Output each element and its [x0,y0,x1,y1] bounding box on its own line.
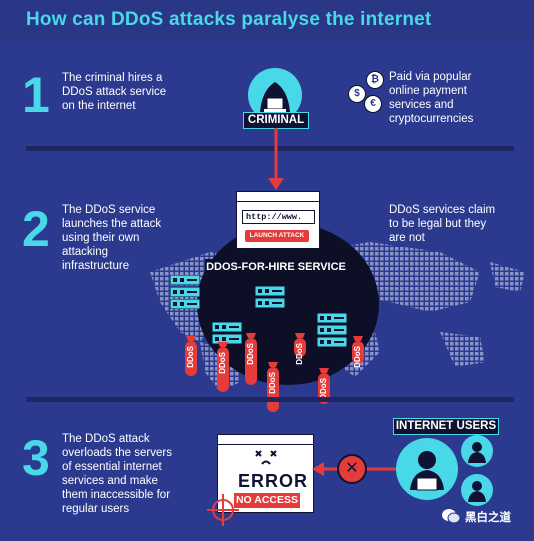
ddos-bomb-icon: DDoS [244,333,258,396]
window-titlebar [218,435,313,445]
step-2-text: The DDoS service launches the attack usi… [62,203,161,273]
criminal-label: CRIMINAL [243,112,309,129]
user-icon [410,451,444,491]
launch-attack-button[interactable]: LAUNCH ATTACK [245,230,309,242]
hacker-icon [260,82,290,112]
step-3-line: overloads the servers [62,447,172,459]
window-titlebar [237,192,319,202]
payment-line: Paid via popular [389,71,472,83]
ddos-bomb-icon: DDoS [216,342,230,403]
step-1-text: The criminal hires a DDoS attack service… [62,71,166,113]
crosshair-icon [207,494,239,526]
user-avatar [396,438,458,500]
ddos-bomb-icon: DDoS [184,336,198,387]
error-window: ERROR NO ACCESS [217,434,314,513]
bomb-label: DDoS [295,343,304,365]
bitcoin-icon: ₿ [366,71,384,89]
legal-line: are not [389,232,425,244]
bomb-label: DDoS [246,343,255,365]
step-3-text: The DDoS attack overloads the servers of… [62,432,172,516]
payment-line: services and [389,99,454,111]
step-2-line: using their own [62,232,140,244]
step-1-line: DDoS attack service [62,86,167,98]
bomb-label: DDoS [218,352,227,374]
user-icon [468,481,486,502]
step-2-line: launches the attack [62,218,162,230]
page-title: How can DDoS attacks paralyse the intern… [26,9,432,30]
watermark-text: 黑白之道 [465,512,511,524]
payment-text: Paid via popular online payment services… [389,70,473,126]
user-avatar-small [461,474,493,506]
server-rack [254,295,286,313]
ddos-bomb-icon: DDoS [317,368,331,415]
server-rack [316,334,348,352]
step-3-number: 3 [22,430,50,486]
step-2-line: The DDoS service [62,204,156,216]
legal-line: to be legal but they [389,218,487,230]
ddos-bomb-icon: DDoS [266,362,280,423]
user-avatar-small [461,435,493,467]
browser-window: http://www. LAUNCH ATTACK [236,191,320,249]
step-2-line: infrastructure [62,260,130,272]
arrow-down-icon [268,128,284,190]
step-1-number: 1 [22,67,50,123]
legal-line: DDoS services claim [389,204,496,216]
sad-face-icon [255,450,277,465]
url-bar: http://www. [242,210,315,224]
ddos-bomb-icon: DDoS [293,333,307,368]
title-bar [0,0,534,40]
step-3-line: services and make [62,475,158,487]
bomb-label: DDoS [186,346,195,368]
user-icon [468,442,486,463]
dollar-icon: $ [348,85,366,103]
step-1-line: The criminal hires a [62,72,163,84]
euro-icon: € [364,95,382,113]
blocked-icon: ✕ [337,454,367,484]
step-3-line: regular users [62,503,130,515]
no-access-banner: NO ACCESS [234,493,300,508]
step-1-line: on the internet [62,100,136,112]
step-3-line: of essential internet [62,461,162,473]
step-2-number: 2 [22,201,50,257]
legal-text: DDoS services claim to be legal but they… [389,203,495,245]
server-rack [169,296,201,314]
payment-line: online payment [389,85,467,97]
step-2-line: attacking [62,246,109,258]
section-divider [26,146,514,151]
payment-line: cryptocurrencies [389,113,474,125]
step-3-line: them inaccessible for [62,489,171,501]
wechat-icon [442,509,461,524]
ddos-bomb-icon: DDoS [351,336,365,375]
bomb-label: DDoS [268,372,277,394]
step-3-line: The DDoS attack [62,433,150,445]
ddos-service-label: DDOS-FOR-HIRE SERVICE [205,259,347,275]
section-divider [26,397,514,402]
error-title: ERROR [238,471,309,491]
bomb-label: DDoS [353,346,362,368]
internet-users-label: INTERNET USERS [393,418,499,435]
